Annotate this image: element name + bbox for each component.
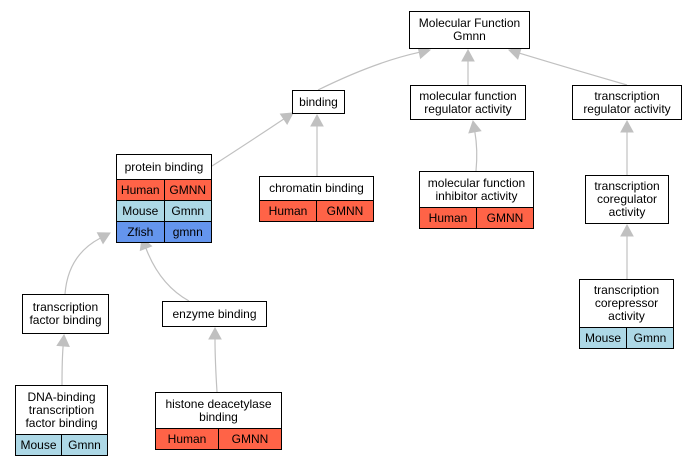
edge-arrowhead — [620, 223, 634, 237]
edge-arrowhead — [208, 326, 222, 340]
go-term-title: transcription factor binding — [29, 300, 102, 327]
species-gene-row[interactable]: Mouse Gmnn — [16, 434, 107, 455]
species-cell: Mouse — [122, 204, 159, 218]
go-term-title: DNA-binding transcription factor binding — [25, 389, 98, 430]
gene-cell: gmnn — [163, 222, 212, 242]
go-term-node-tfb[interactable]: transcription factor binding — [22, 294, 109, 334]
species-cell: Human — [428, 211, 468, 225]
go-term-title: Molecular Function Gmnn — [418, 16, 521, 43]
go-term-node-eb[interactable]: enzyme binding — [162, 301, 267, 327]
gene-cell: GMNN — [316, 201, 373, 221]
edge-mfia-to-mfra — [474, 131, 478, 172]
edge-arrowhead — [461, 48, 475, 62]
go-term-node-mf[interactable]: Molecular Function Gmnn — [409, 11, 530, 49]
species-gene-row[interactable]: Human GMNN — [420, 207, 533, 228]
species-cell: Human — [268, 204, 308, 218]
species-gene-row[interactable]: Human GMNN — [156, 428, 281, 449]
gene-cell: Gmnn — [626, 328, 673, 348]
go-term-title: transcription coregulator activity — [594, 179, 660, 219]
species-cell: Human — [167, 432, 207, 446]
gene-cell: Gmnn — [61, 435, 107, 455]
go-term-title: molecular function regulator activity — [419, 88, 517, 116]
species-cell: Mouse — [20, 438, 57, 452]
go-term-node-mfra[interactable]: molecular function regulator activity — [410, 85, 526, 120]
gene-cell: GMNN — [218, 429, 281, 449]
go-term-title: histone deacetylase binding — [165, 396, 272, 424]
gene-cell: GMNN — [163, 180, 212, 200]
species-gene-row[interactable]: Mouse Gmnn — [117, 200, 211, 221]
species-cell: Zfish — [127, 225, 154, 239]
go-term-node-tca[interactable]: transcription coregulator activity — [585, 175, 669, 224]
species-cell: Human — [120, 183, 160, 197]
edge-arrowhead — [279, 112, 294, 126]
edge-arrowhead — [56, 333, 70, 348]
go-term-title: molecular function inhibitor activity — [427, 175, 526, 203]
go-term-title: chromatin binding — [269, 181, 364, 195]
go-term-title: binding — [299, 94, 338, 109]
go-term-title: transcription corepressor activity — [593, 283, 660, 323]
edge-dbtf-to-tfb — [61, 345, 64, 386]
go-term-title: enzyme binding — [172, 306, 257, 321]
edge-arrowhead — [96, 232, 111, 245]
edge-hdb-to-eb — [214, 338, 218, 393]
edge-arrowhead — [508, 46, 522, 60]
edge-arrowhead — [620, 119, 634, 133]
go-term-node-bind[interactable]: binding — [292, 90, 345, 114]
gene-cell: Gmnn — [163, 201, 212, 221]
species-gene-row[interactable]: Human GMNN — [260, 200, 373, 221]
go-term-title: transcription regulator activity — [583, 88, 671, 116]
edge-pb-to-bind — [211, 118, 285, 167]
edge-bind-to-mf — [317, 51, 420, 91]
go-term-node-tra[interactable]: transcription regulator activity — [572, 85, 682, 120]
edge-eb-to-pb — [145, 248, 190, 302]
species-cell: Mouse — [584, 331, 622, 345]
edge-tra-to-mf — [519, 52, 628, 86]
edge-tfb-to-pb — [64, 237, 101, 295]
edge-arrowhead — [310, 113, 324, 127]
edge-arrowhead — [468, 119, 482, 134]
go-term-node-dbtf[interactable]: DNA-binding transcription factor binding… — [15, 385, 108, 456]
go-term-title: protein binding — [124, 159, 204, 174]
species-gene-row[interactable]: Zfish gmnn — [117, 221, 211, 242]
gene-cell: GMNN — [476, 208, 533, 228]
species-gene-row[interactable]: Mouse Gmnn — [580, 327, 673, 348]
